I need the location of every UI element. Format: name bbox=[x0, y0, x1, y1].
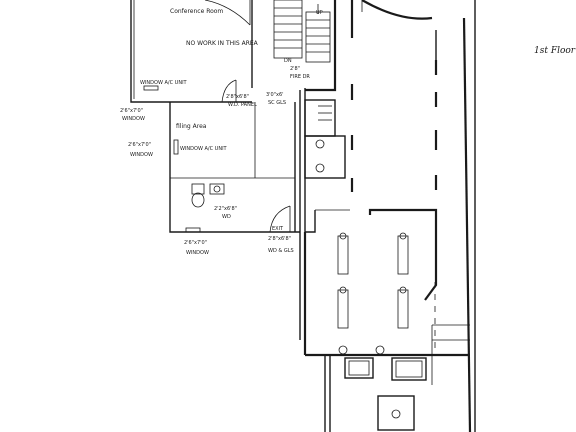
sink bbox=[209, 183, 225, 195]
fire-door-label: FIRE DR bbox=[290, 74, 310, 80]
fire-door-dim: 2'8" bbox=[290, 66, 300, 72]
floor-label: 1st Floor bbox=[534, 46, 576, 56]
wd-label: WD bbox=[222, 214, 231, 220]
stairs-up-label: UP bbox=[316, 10, 323, 16]
door-swing-exit bbox=[269, 205, 291, 233]
stairs-down-label: DN bbox=[284, 58, 292, 64]
door-swing-conference bbox=[204, 0, 251, 26]
exit-door-label: WD & GLS bbox=[268, 248, 294, 254]
door-panel-dim: 2'8"x6'8" bbox=[226, 94, 249, 100]
stairs bbox=[273, 0, 331, 63]
window-mark-2 bbox=[185, 227, 201, 233]
window-2-dim: 2'6"x7'0" bbox=[128, 142, 151, 148]
window-mark-1 bbox=[143, 85, 159, 91]
window-2-label: WINDOW bbox=[130, 152, 153, 158]
filing-area-label: filing Area bbox=[176, 123, 207, 130]
toilet bbox=[191, 183, 205, 208]
window-ac-label-top: WINDOW A/C UNIT bbox=[140, 80, 188, 86]
window-1-dim: 2'6"x7'0" bbox=[120, 108, 143, 114]
no-work-label: NO WORK IN THIS AREA bbox=[186, 40, 259, 47]
window-ac-unit-mark bbox=[173, 139, 179, 155]
exit-label: EXIT bbox=[272, 226, 284, 232]
door-glass-label: SC GLS bbox=[268, 100, 286, 106]
floor-fixtures bbox=[315, 139, 427, 431]
door-glass-dim: 3'0"x6' bbox=[266, 92, 284, 98]
door-panel-label: W.D. PANEL bbox=[228, 102, 257, 108]
office-walls bbox=[130, 0, 306, 345]
conference-room-label: Conference Room bbox=[170, 8, 223, 15]
window-1-label: WINDOW bbox=[122, 116, 145, 122]
warehouse-walls bbox=[303, 0, 476, 432]
exit-door-dim: 2'8"x6'8" bbox=[268, 236, 291, 242]
window-3-label: WINDOW bbox=[186, 250, 209, 256]
window-ac-label: WINDOW A/C UNIT bbox=[180, 146, 228, 152]
door-swing-panel bbox=[221, 79, 237, 103]
window-3-dim: 2'6"x7'0" bbox=[184, 240, 207, 246]
equipment-islands bbox=[337, 232, 409, 329]
wd-dim: 2'2"x6'8" bbox=[214, 206, 237, 212]
